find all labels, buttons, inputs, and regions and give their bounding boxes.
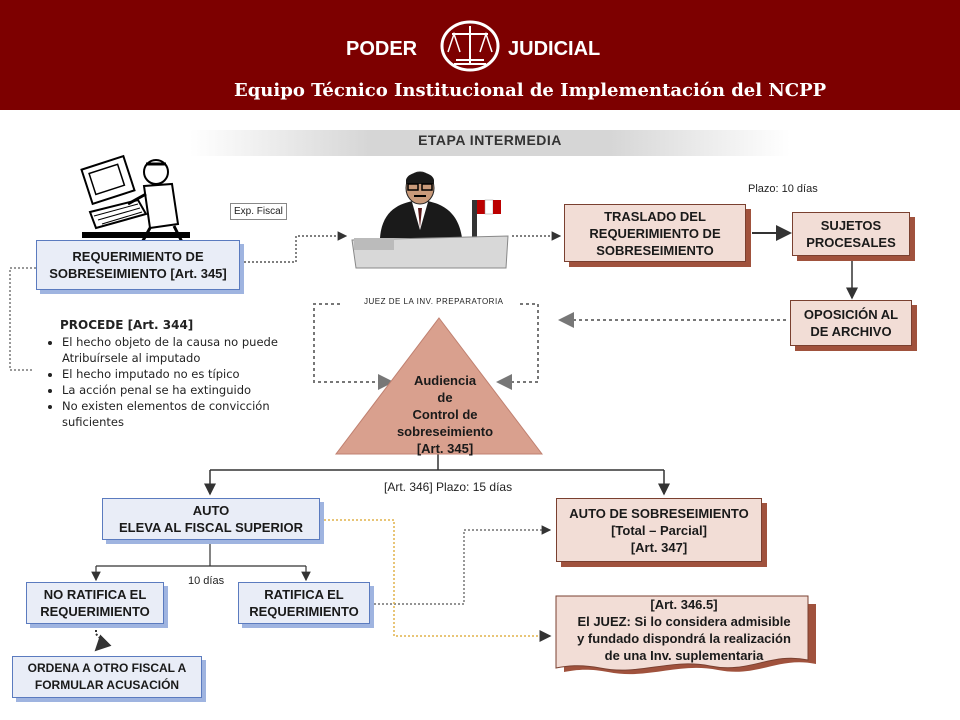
plazo-10-label: Plazo: 10 días <box>748 183 818 195</box>
scales-of-justice-icon <box>440 20 500 72</box>
ratifica-line1: RATIFICA EL <box>264 587 344 602</box>
header-subtitle: Equipo Técnico Institucional de Implemen… <box>234 80 827 101</box>
procede-item: No existen elementos de convicción sufic… <box>62 398 290 430</box>
art-3465-line3: y fundado dispondrá la realización <box>577 631 791 646</box>
no-ratifica-line2: REQUERIMIENTO <box>40 604 150 619</box>
procede-item: El hecho objeto de la causa no puede Atr… <box>62 334 290 366</box>
header-banner <box>0 0 960 110</box>
art-3465-line2: El JUEZ: Si lo considera admisible <box>577 614 791 629</box>
audiencia-line2: de <box>437 390 453 405</box>
oposicion-line1: OPOSICIÓN AL <box>803 307 899 322</box>
audiencia-line3: Control de <box>412 407 478 422</box>
procede-title: PROCEDE [Art. 344] <box>60 318 194 332</box>
judge-at-desk-icon <box>350 170 510 270</box>
oposicion-line2: DE ARCHIVO <box>810 324 892 339</box>
traslado-line2: REQUERIMIENTO DE <box>589 225 721 241</box>
traslado-line3: SOBRESEIMIENTO <box>596 242 714 258</box>
requerimiento-box: REQUERIMIENTO DE SOBRESEIMIENTO [Art. 34… <box>36 240 240 290</box>
arrow-no-ratifica-to-ordena <box>94 626 112 652</box>
ordena-box: ORDENA A OTRO FISCAL A FORMULAR ACUSACIÓ… <box>12 656 202 698</box>
traslado-box: TRASLADO DEL REQUERIMIENTO DE SOBRESEIMI… <box>564 204 746 262</box>
ordena-line1: ORDENA A OTRO FISCAL A <box>27 661 187 675</box>
stage-title: ETAPA INTERMEDIA <box>418 132 562 148</box>
audiencia-line4: sobreseimiento <box>396 424 494 439</box>
procede-list: PROCEDE [Art. 344] El hecho objeto de la… <box>50 318 290 430</box>
no-ratifica-line1: NO RATIFICA EL <box>43 587 147 602</box>
audiencia-triangle <box>334 316 544 456</box>
no-ratifica-box: NO RATIFICA EL REQUERIMIENTO <box>26 582 164 624</box>
traslado-line1: TRASLADO DEL <box>604 208 706 224</box>
arrow-eleva-to-346 <box>324 519 552 642</box>
procede-item: El hecho imputado no es típico <box>62 366 290 382</box>
person-at-computer-icon <box>80 150 192 250</box>
brand-right: JUDICIAL <box>508 38 601 60</box>
audiencia-text: Audiencia de Control de sobreseimiento [… <box>370 372 520 457</box>
auto-eleva-line1: AUTO <box>192 503 230 518</box>
auto-eleva-box: AUTO ELEVA AL FISCAL SUPERIOR <box>102 498 320 540</box>
auto-sobreseimiento-line1: AUTO DE SOBRESEIMIENTO <box>569 505 749 521</box>
art-3465-note <box>554 594 816 676</box>
sujetos-line2: PROCESALES <box>806 235 896 250</box>
sujetos-line1: SUJETOS <box>820 218 882 233</box>
sujetos-box: SUJETOS PROCESALES <box>792 212 910 256</box>
bracket-procede <box>9 267 36 371</box>
art-3465-line4: de una Inv. suplementaria <box>604 648 764 663</box>
art-3465-text: [Art. 346.5] El JUEZ: Si lo considera ad… <box>556 596 812 664</box>
dias-10-label: 10 días <box>188 575 225 587</box>
auto-sobreseimiento-line3: [Art. 347] <box>630 539 688 555</box>
audiencia-line5: [Art. 345] <box>416 441 474 456</box>
auto-sobreseimiento-box: AUTO DE SOBRESEIMIENTO [Total – Parcial]… <box>556 498 762 562</box>
ratifica-box: RATIFICA EL REQUERIMIENTO <box>238 582 370 624</box>
art-3465-line1: [Art. 346.5] <box>650 597 718 612</box>
requerimiento-line1: REQUERIMIENTO DE <box>72 249 204 264</box>
arrow-right-to-audiencia <box>496 303 539 390</box>
exp-fiscal-label: Exp. Fiscal <box>230 203 287 220</box>
ratifica-line2: REQUERIMIENTO <box>249 604 359 619</box>
plazo-346-label: [Art. 346] Plazo: 15 días <box>384 480 513 494</box>
oposicion-box: OPOSICIÓN AL DE ARCHIVO <box>790 300 912 346</box>
procede-item: La acción penal se ha extinguido <box>62 382 290 398</box>
audiencia-line1: Audiencia <box>413 373 477 388</box>
arrow-ratifica-to-auto <box>374 525 552 605</box>
judge-caption: JUEZ DE LA INV. PREPARATORIA <box>364 297 504 306</box>
stage-title-bar <box>190 130 790 156</box>
ordena-line2: FORMULAR ACUSACIÓN <box>34 678 180 692</box>
arrow-left-to-audiencia <box>313 303 394 390</box>
auto-eleva-line2: ELEVA AL FISCAL SUPERIOR <box>119 520 303 535</box>
requerimiento-line2: SOBRESEIMIENTO [Art. 345] <box>49 266 227 281</box>
brand-left: PODER <box>346 38 418 60</box>
arrow-req-to-judge <box>240 231 348 263</box>
auto-sobreseimiento-line2: [Total – Parcial] <box>611 522 707 538</box>
